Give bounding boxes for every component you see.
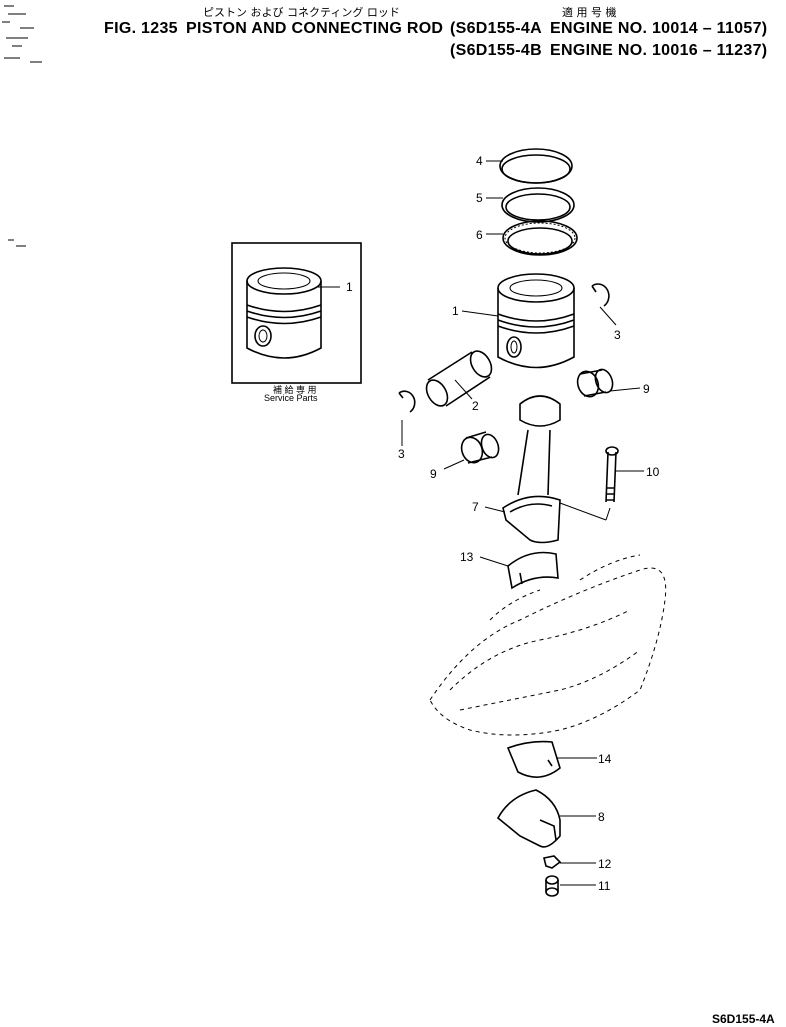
callout-2: 2 [472,399,479,413]
connecting-rod-drawing [502,395,611,544]
callout-6: 6 [476,228,483,242]
callout-5: 5 [476,191,483,205]
service-parts-caption-jp: 補 給 専 用 [273,385,317,395]
figure-title: PISTON AND CONNECTING ROD [186,20,444,37]
oil-ring [502,220,578,256]
model-4a: (S6D155-4A [450,20,542,37]
callout-8: 8 [598,810,605,824]
callout-3-right: 3 [614,328,621,342]
leader-lines [401,160,644,886]
service-parts-box [231,242,362,384]
snap-ring-right [591,283,610,307]
bushing-left [460,431,500,464]
drawing-code: S6D155-4A [712,1012,775,1026]
model-4b: (S6D155-4B [450,42,542,59]
applicable-japanese: 適 用 号 機 [562,6,617,19]
title-japanese: ピストン および コネクティング ロッド [203,6,400,19]
callout-9-right: 9 [643,382,650,396]
callout-14: 14 [598,752,612,766]
service-part-number: 1 [346,280,353,294]
piston-pin [425,350,493,407]
figure-number: FIG. 1235 [104,20,178,37]
connecting-rod-cap [496,789,561,848]
callout-7: 7 [472,500,479,514]
piston-ring-top [499,148,573,184]
piston-ring-second [501,187,575,223]
snap-ring-left [398,390,416,413]
nut [545,875,559,897]
callout-10: 10 [646,465,660,479]
engine-range-4a: ENGINE NO. 10014 – 11057) [550,20,768,37]
callout-13: 13 [460,550,474,564]
lock-plate [543,855,562,869]
callout-9-left: 9 [430,467,437,481]
lower-bearing [506,740,561,778]
upper-bearing [507,551,559,590]
callout-12: 12 [598,857,612,871]
bushing-right [576,368,614,398]
engine-range-4b: ENGINE NO. 10016 – 11237) [550,42,768,59]
service-parts-caption-en: Service Parts [264,393,318,403]
callout-1: 1 [452,304,459,318]
main-piston-drawing [497,273,575,369]
crankshaft-phantom [429,554,667,736]
scan-noise [2,5,42,247]
callout-3-left: 3 [398,447,405,461]
callout-11: 11 [598,879,611,893]
service-piston-drawing [246,267,340,359]
callout-4: 4 [476,154,483,168]
connecting-rod-bolt [605,446,619,503]
